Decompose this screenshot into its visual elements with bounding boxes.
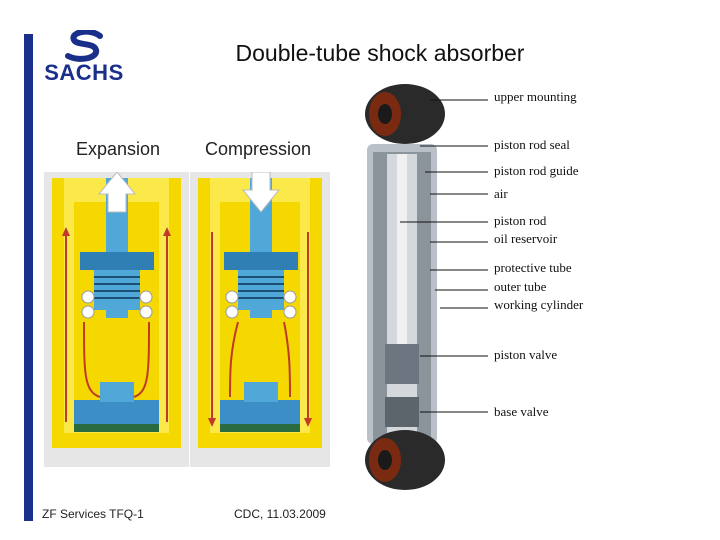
label-piston-rod-seal: piston rod seal (494, 137, 570, 152)
logo-text: SACHS (44, 60, 124, 85)
expansion-diagram (44, 172, 189, 467)
expansion-label: Expansion (76, 139, 161, 159)
label-air: air (494, 186, 508, 201)
shock-absorber-illustration (365, 84, 445, 490)
label-outer-tube: outer tube (494, 279, 547, 294)
label-oil-reservoir: oil reservoir (494, 231, 558, 246)
label-piston-rod-guide: piston rod guide (494, 163, 579, 178)
label-protective-tube: protective tube (494, 260, 572, 275)
label-working-cylinder: working cylinder (494, 297, 584, 312)
page-title: Double-tube shock absorber (235, 40, 525, 66)
sachs-logo-icon (65, 30, 103, 62)
compression-label: Compression (205, 139, 312, 159)
footer-left: ZF Services TFQ-1 (42, 507, 144, 521)
accent-bar (24, 34, 33, 521)
label-piston-rod: piston rod (494, 213, 547, 228)
label-base-valve: base valve (494, 404, 549, 419)
footer-center: CDC, 11.03.2009 (234, 507, 326, 521)
label-upper-mounting: upper mounting (494, 89, 577, 104)
label-piston-valve: piston valve (494, 347, 558, 362)
compression-diagram (190, 172, 330, 467)
